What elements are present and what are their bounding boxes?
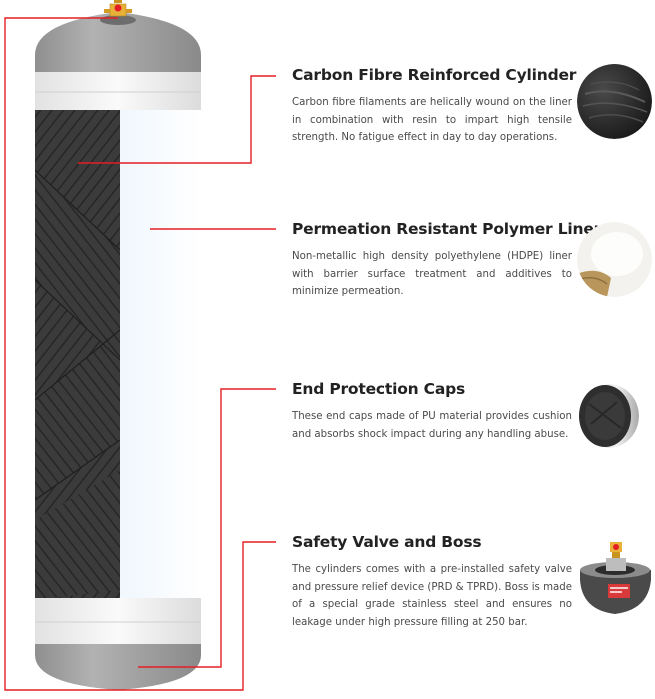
feature-end-caps: End Protection Caps These end caps made …	[292, 380, 572, 443]
carbon-wrap	[35, 110, 120, 600]
feature-polymer-liner: Permeation Resistant Polymer Liner Non-m…	[292, 220, 602, 301]
carbon-fibre-sample-icon	[577, 64, 652, 139]
safety-valve-sample-icon	[578, 540, 653, 615]
leader-lines	[4, 17, 276, 691]
feature-description: These end caps made of PU material provi…	[292, 411, 572, 440]
feature-title: Safety Valve and Boss	[292, 533, 482, 551]
feature-title: Permeation Resistant Polymer Liner	[292, 220, 602, 238]
top-end-cap	[35, 12, 201, 75]
safety-valve-icon	[104, 0, 132, 17]
leader-valve	[4, 17, 276, 691]
feature-carbon-fibre: Carbon Fibre Reinforced Cylinder Carbon …	[292, 66, 577, 147]
bottom-end-cap	[35, 644, 201, 690]
end-cap-sample-icon	[577, 384, 639, 448]
feature-description: The cylinders comes with a pre-installed…	[292, 564, 572, 628]
leader-carbon	[78, 75, 276, 164]
feature-safety-valve: Safety Valve and Boss The cylinders come…	[292, 533, 572, 631]
feature-description: Carbon fibre filaments are helically wou…	[292, 97, 572, 143]
feature-title: Carbon Fibre Reinforced Cylinder	[292, 66, 577, 84]
feature-title: End Protection Caps	[292, 380, 466, 398]
hdpe-liner-sample-icon	[577, 222, 652, 297]
leader-caps	[138, 388, 276, 668]
feature-description: Non-metallic high density polyethylene (…	[292, 251, 572, 297]
